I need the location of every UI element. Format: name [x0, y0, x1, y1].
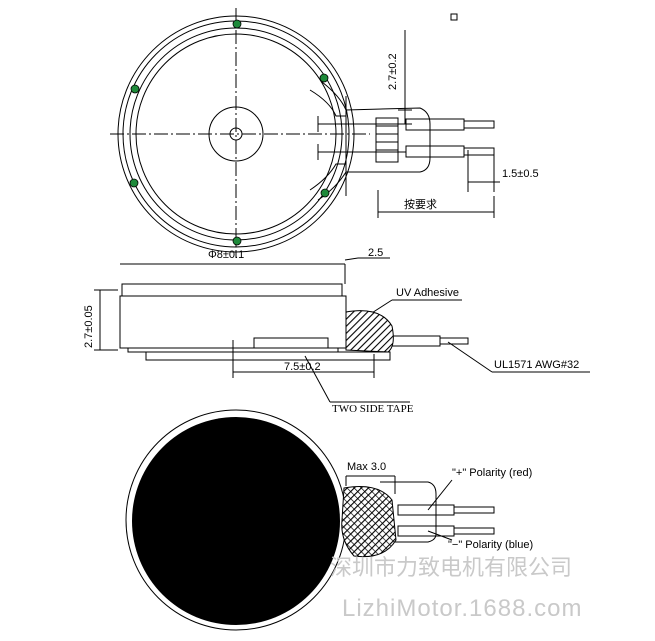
uv-adhesive-blob: [345, 310, 394, 353]
label-negative-polarity: "−" Polarity (blue): [448, 539, 533, 551]
dim-tape-width: 7.5±0.2: [284, 361, 321, 373]
label-positive-polarity: "+" Polarity (red): [452, 467, 532, 479]
dim-diameter: Φ8±0.1: [208, 249, 244, 261]
dim-lead-length: 按要求: [404, 197, 437, 211]
dim-step: 2.5: [368, 247, 383, 259]
mount-dot: [130, 84, 140, 94]
side-view: [94, 257, 590, 403]
corner-marker: [450, 13, 458, 21]
label-uv-adhesive: UV Adhesive: [396, 287, 459, 299]
dim-lead-offset: 2.7±0.2: [387, 53, 399, 90]
top-view: [110, 8, 500, 258]
mount-dot: [320, 188, 330, 198]
mount-dot: [129, 178, 139, 188]
mount-dot: [232, 19, 242, 29]
motor-bottom-face: [132, 417, 340, 625]
dim-max-adhesive: Max 3.0: [347, 461, 386, 473]
mount-dot: [232, 236, 242, 246]
mounting-points: [129, 19, 330, 246]
dim-height: 2.7±0.05: [83, 305, 95, 348]
dim-strip-length: 1.5±0.5: [502, 168, 539, 180]
label-two-side-tape: TWO SIDE TAPE: [332, 403, 414, 415]
watermark-company: 深圳市力致电机有限公司: [330, 556, 572, 581]
label-wire-spec: UL1571 AWG#32: [494, 359, 579, 371]
mount-dot: [319, 73, 329, 83]
watermark-site: LizhiMotor.1688.com: [342, 595, 582, 622]
